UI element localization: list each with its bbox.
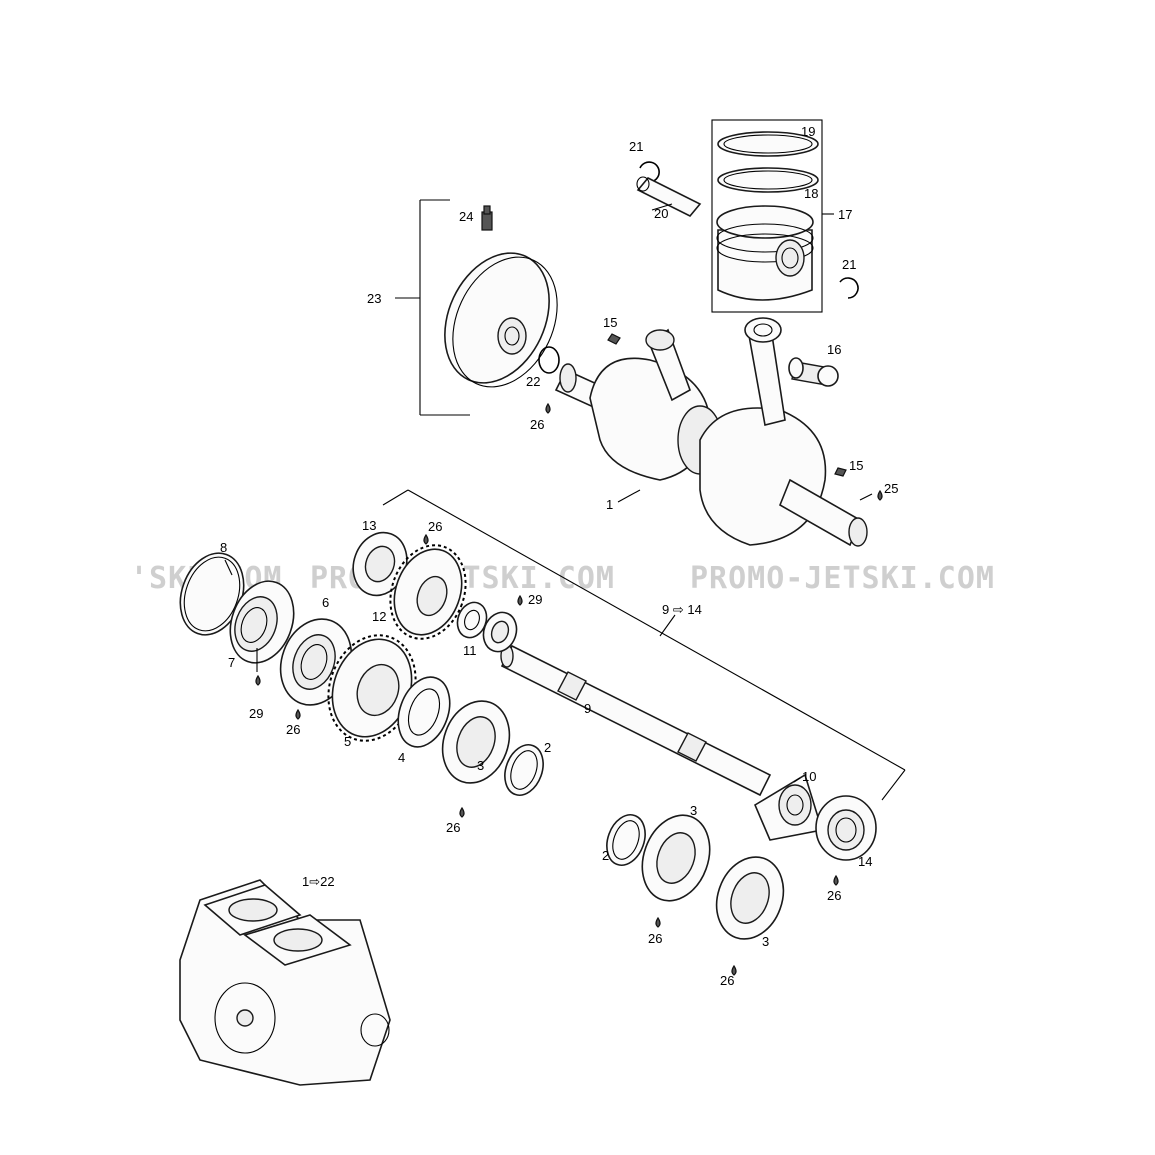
needle-bearing[interactable]: [788, 357, 839, 387]
oil-seal-7[interactable]: [219, 572, 304, 671]
watermark-right: PROMO-JETSKI.COM: [690, 561, 995, 596]
callout-range-1-22: 1⇨22: [302, 874, 335, 889]
callout-1: 1: [606, 497, 613, 512]
callout-29a: 29: [528, 592, 542, 607]
callout-14: 14: [858, 854, 872, 869]
callout-24: 24: [459, 209, 473, 224]
engine-block-thumbnail[interactable]: [179, 879, 391, 1086]
crankshaft[interactable]: [554, 317, 868, 547]
callout-20: 20: [654, 206, 668, 221]
circlip-right[interactable]: [839, 277, 859, 299]
leader-lines: [224, 203, 873, 783]
callout-26g: 26: [827, 888, 841, 903]
callout-2b: 2: [602, 848, 609, 863]
o-ring-22[interactable]: [538, 346, 560, 374]
ball-bearing-3b[interactable]: [631, 806, 721, 911]
callout-19: 19: [801, 124, 815, 139]
ball-bearing-3a[interactable]: [432, 692, 521, 793]
callout-21a: 21: [629, 139, 643, 154]
callout-5: 5: [344, 734, 351, 749]
piston-pin[interactable]: [636, 176, 702, 217]
rotary-valve-disc[interactable]: [425, 236, 577, 404]
callout-26e: 26: [648, 931, 662, 946]
callout-16: 16: [827, 342, 841, 357]
seal-14[interactable]: [815, 795, 877, 861]
callout-9-range: 9 ⇨ 14: [662, 602, 702, 617]
circlip-2b[interactable]: [600, 809, 652, 870]
callout-21b: 21: [842, 257, 856, 272]
callout-2a: 2: [544, 740, 551, 755]
callout-29b: 29: [249, 706, 263, 721]
callout-3b: 3: [690, 803, 697, 818]
callout-11: 11: [463, 643, 477, 658]
callout-labels: 1 2 2 3 3 3 4 5 6 7 8 9 9 ⇨ 14 10 11 12 …: [220, 124, 898, 988]
circlip-2a[interactable]: [498, 739, 550, 800]
callout-26d: 26: [446, 820, 460, 835]
callout-26f: 26: [720, 973, 734, 988]
callout-26c: 26: [286, 722, 300, 737]
circlip-left[interactable]: [639, 161, 660, 183]
callout-25: 25: [884, 481, 898, 496]
oil-drop-markers: [255, 402, 883, 976]
callout-3a: 3: [477, 758, 484, 773]
shaft-group-bracket: [382, 489, 906, 801]
callout-18: 18: [804, 186, 818, 201]
callout-23: 23: [367, 291, 381, 306]
callout-15b: 15: [849, 458, 863, 473]
callout-10: 10: [802, 769, 816, 784]
piston-assembly[interactable]: [711, 119, 834, 313]
callout-8: 8: [220, 540, 227, 555]
woodruff-key-15b[interactable]: [834, 467, 847, 477]
callout-26b: 26: [428, 519, 442, 534]
rotary-valve-bracket: [395, 199, 470, 416]
callout-7: 7: [228, 655, 235, 670]
woodruff-key-15a[interactable]: [607, 333, 621, 345]
grease-fitting[interactable]: [481, 205, 493, 231]
gear-12[interactable]: [378, 535, 478, 650]
seal-29[interactable]: [478, 608, 522, 657]
callout-26a: 26: [530, 417, 544, 432]
callout-17: 17: [838, 207, 852, 222]
callout-13: 13: [362, 518, 376, 533]
callout-6: 6: [322, 595, 329, 610]
ball-bearing-3c[interactable]: [706, 848, 795, 949]
callout-22: 22: [526, 374, 540, 389]
callout-3c: 3: [762, 934, 769, 949]
callout-9: 9: [584, 701, 591, 716]
thrust-washer-4[interactable]: [389, 670, 459, 754]
callout-4: 4: [398, 750, 405, 765]
callout-15a: 15: [603, 315, 617, 330]
callout-12: 12: [372, 609, 386, 624]
